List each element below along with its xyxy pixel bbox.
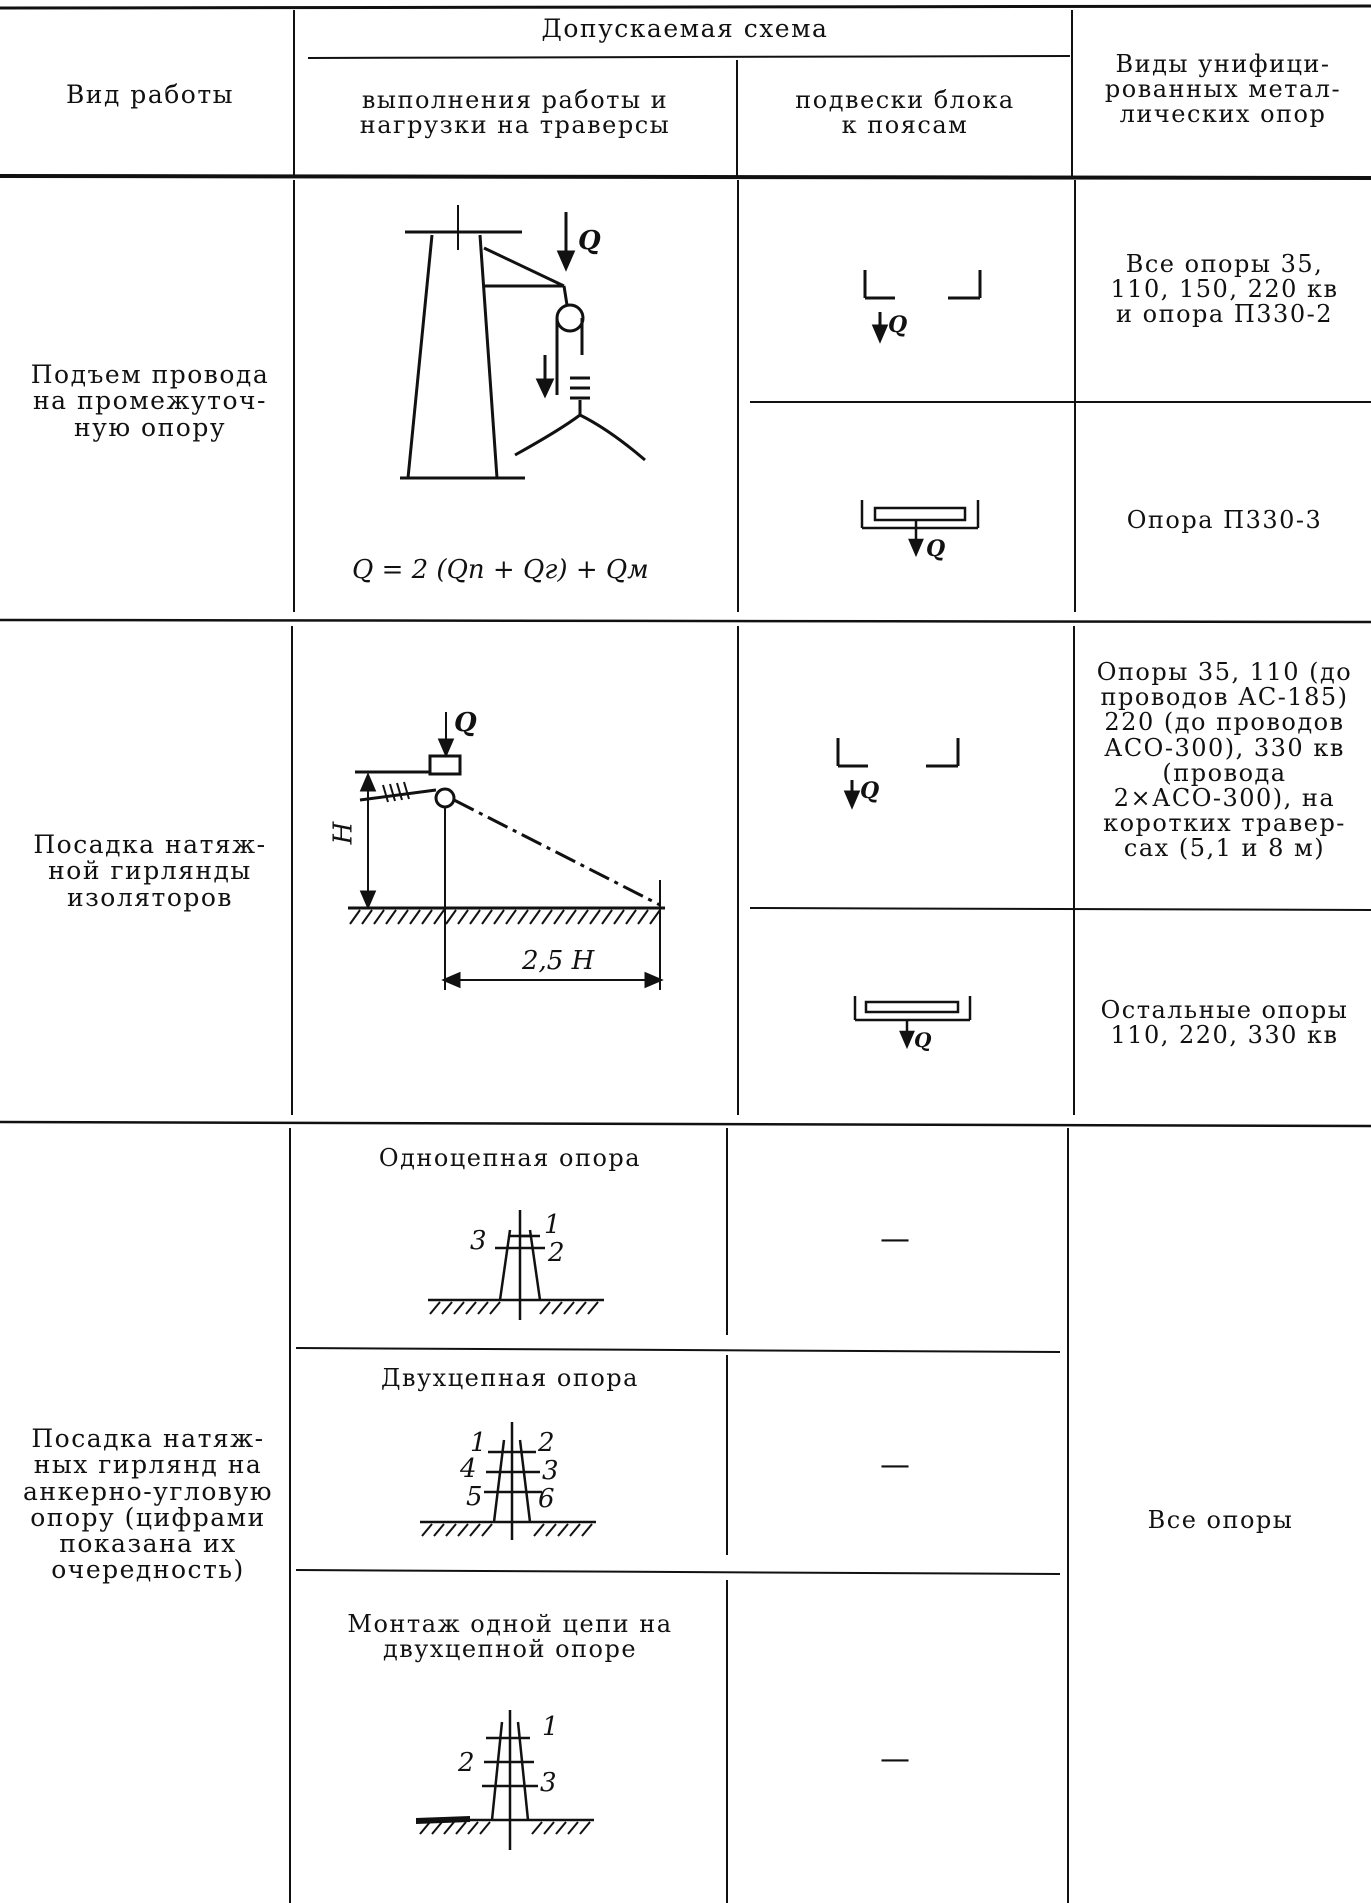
row3-sub2-label-1: 1 — [470, 1428, 487, 1458]
header-work-type: Вид работы — [65, 80, 235, 109]
row3-sub2-suspension: — — [880, 1448, 910, 1483]
row1-formula: Q = 2 (Qп + Qг) + Qм — [352, 555, 649, 585]
row2-opt1-load-label: Q — [860, 778, 880, 804]
row3-tower: Все опоры — [1147, 1506, 1294, 1534]
row3-sub2-label-6: 6 — [538, 1484, 555, 1514]
row3-work: Посадка натяж- ных гирлянд на анкерно-уг… — [23, 1424, 273, 1585]
row3-sub2-label-4: 4 — [460, 1454, 477, 1484]
row3-sub3-label-1: 1 — [542, 1712, 559, 1742]
header-allowed-scheme: Допускаемая схема — [541, 14, 829, 43]
row3-sub1-label-2: 2 — [548, 1238, 565, 1268]
row1-opt1-load-label: Q — [888, 312, 908, 338]
row1-load-label: Q — [578, 226, 601, 256]
row3-sub3-title: Монтаж одной цепи на двухцепной опоре — [347, 1610, 673, 1664]
row3-sub2-title: Двухцепная опора — [381, 1364, 639, 1392]
row3-sub3-label-3: 3 — [540, 1768, 557, 1798]
row3-sub3-suspension: — — [880, 1742, 910, 1777]
row2-work: Посадка натяж- ной гирлянды изоляторов — [33, 830, 267, 912]
row3-sub1-label-1: 1 — [544, 1210, 561, 1240]
row2-load-label: Q — [454, 708, 477, 738]
row3-sub3-label-2: 2 — [458, 1748, 475, 1778]
row2-opt2-tower: Остальные опоры 110, 220, 330 кв — [1100, 996, 1349, 1050]
header-tower-types: Виды унифици- рованных метал- лических о… — [1104, 50, 1342, 129]
row2-opt2-load-label: Q — [914, 1028, 932, 1052]
row1-opt1-tower: Все опоры 35, 110, 150, 220 кв и опора П… — [1110, 250, 1339, 329]
header-scheme-execution: выполнения работы и нагрузки на траверсы — [359, 86, 671, 140]
header-scheme-suspension: подвески блока к поясам — [795, 86, 1015, 140]
row3-sub1-suspension: — — [880, 1222, 910, 1257]
row2-distance-label: 2,5 H — [522, 946, 595, 976]
row3-sub1-title: Одноцепная опора — [378, 1144, 642, 1172]
row3-sub2-label-2: 2 — [538, 1428, 555, 1458]
row3-sub2-label-5: 5 — [466, 1482, 483, 1512]
row1-opt2-load-label: Q — [926, 536, 946, 562]
row1-opt2-tower: Опора П330-3 — [1126, 506, 1323, 534]
row1-work: Подъем провода на промежуточ- ную опору — [30, 360, 270, 442]
row2-opt1-tower: Опоры 35, 110 (до проводов АС-185) 220 (… — [1096, 658, 1353, 863]
row3-sub1-label-3: 3 — [470, 1226, 487, 1256]
row3-sub2-label-3: 3 — [542, 1456, 559, 1486]
